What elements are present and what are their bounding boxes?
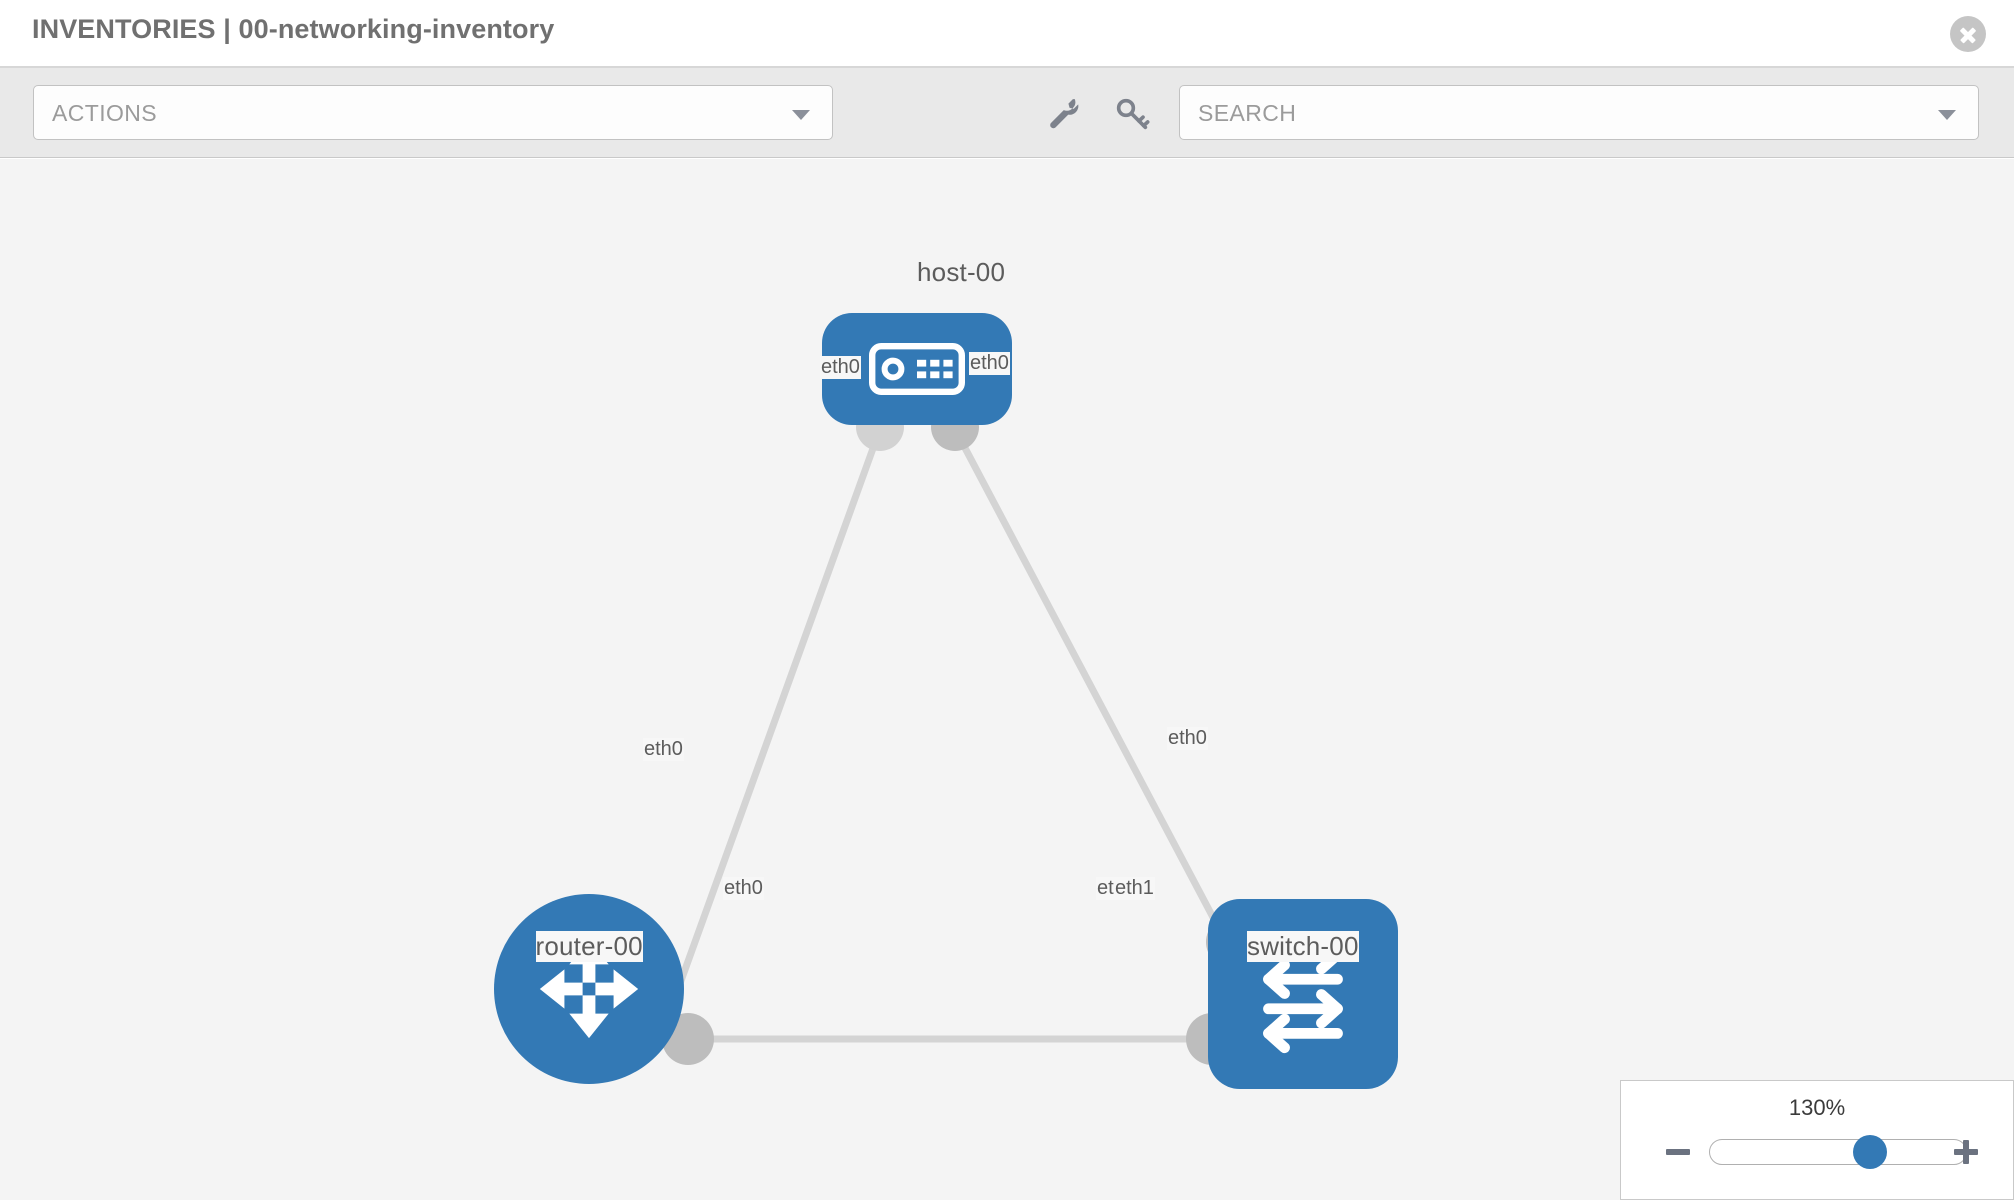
toolbar: ACTIONS SEARCH xyxy=(0,68,2014,158)
link-host-router[interactable] xyxy=(656,427,884,1041)
node-switch-00-label: switch-00 xyxy=(1247,931,1359,962)
edge-label-router-switch-eth1: eth1 xyxy=(1114,877,1155,900)
chevron-down-icon xyxy=(792,110,810,120)
zoom-slider[interactable] xyxy=(1709,1135,1967,1169)
actions-dropdown[interactable]: ACTIONS xyxy=(33,85,833,140)
actions-dropdown-label: ACTIONS xyxy=(52,100,158,126)
zoom-level-value: 130% xyxy=(1788,1095,1846,1120)
zoom-slider-thumb[interactable] xyxy=(1853,1135,1888,1169)
node-router-00[interactable] xyxy=(494,894,684,1084)
edge-label-host-switch-near-switch: eth0 xyxy=(1167,727,1208,750)
edge-label-host-router-near-host: eth0 xyxy=(820,356,861,379)
edge-label-router-switch-near-router: eth0 xyxy=(723,877,764,900)
page-header: INVENTORIES | 00-networking-inventory xyxy=(0,0,2014,68)
zoom-control-panel: 130% xyxy=(1620,1080,2014,1200)
link-host-switch[interactable] xyxy=(951,427,1239,961)
page-title: INVENTORIES | 00-networking-inventory xyxy=(32,14,555,44)
node-router-00-shape[interactable] xyxy=(494,894,684,1084)
key-icon[interactable] xyxy=(1112,94,1152,134)
zoom-out-button[interactable] xyxy=(1663,1137,1693,1167)
search-input[interactable]: SEARCH xyxy=(1179,85,1979,140)
chevron-down-icon[interactable] xyxy=(1938,110,1956,120)
edge-label-host-router-near-router: eth0 xyxy=(643,738,684,761)
node-switch-00-shape[interactable] xyxy=(1208,899,1398,1089)
node-switch-00[interactable] xyxy=(1208,899,1398,1089)
edge-label-host-switch-near-host: eth0 xyxy=(969,352,1010,375)
server-icon xyxy=(869,343,965,395)
wrench-icon[interactable] xyxy=(1044,94,1084,134)
node-router-00-label: router-00 xyxy=(535,931,643,962)
zoom-in-button[interactable] xyxy=(1951,1137,1981,1167)
topology-canvas[interactable]: host-00 router-00 xyxy=(0,159,2014,1200)
search-placeholder: SEARCH xyxy=(1198,100,1297,126)
close-icon[interactable] xyxy=(1950,16,1986,52)
